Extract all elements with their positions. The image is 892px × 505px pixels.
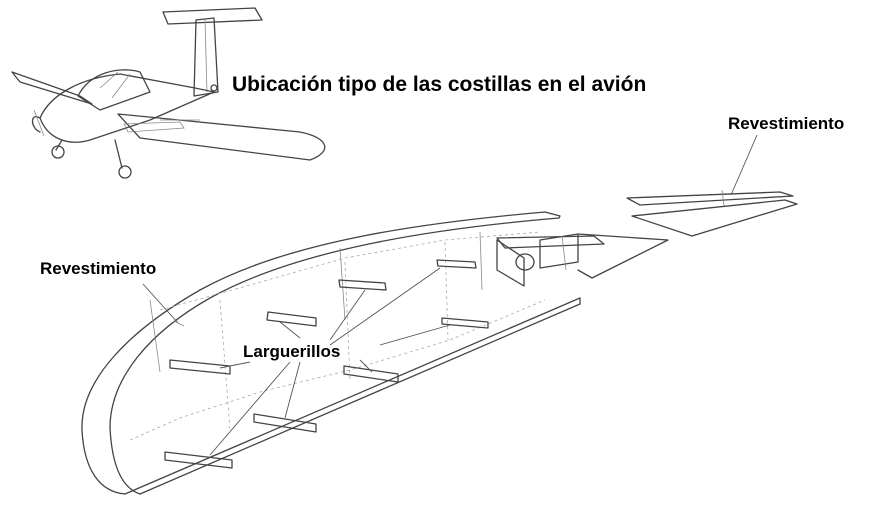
wing-section bbox=[81, 211, 581, 495]
label-skin-left: Revestimiento bbox=[40, 259, 157, 278]
label-skin-right: Revestimiento bbox=[728, 114, 845, 133]
trailing-edge-parts bbox=[496, 233, 669, 287]
skin-panel-right bbox=[626, 134, 798, 237]
stringer-bars bbox=[164, 259, 489, 469]
label-stringers: Larguerillos bbox=[243, 342, 341, 361]
diagram-title: Ubicación tipo de las costillas en el av… bbox=[232, 73, 647, 96]
airplane-illustration bbox=[11, 7, 326, 179]
